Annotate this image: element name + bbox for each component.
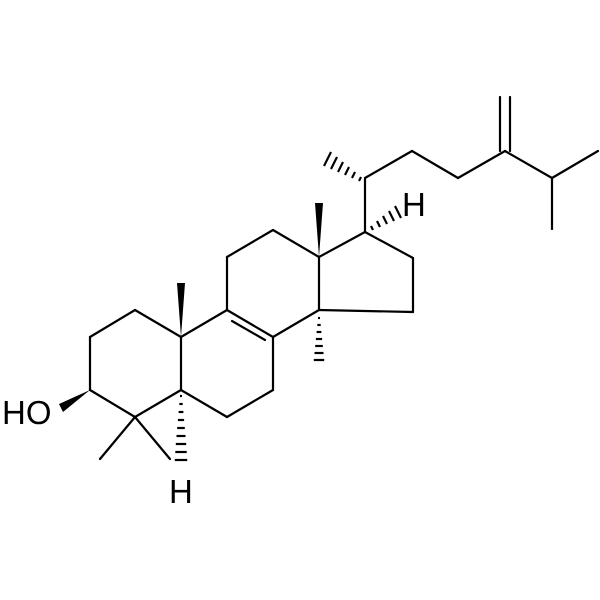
c20-methyl-hash-bond <box>323 151 362 182</box>
bond <box>225 228 275 259</box>
hydroxyl-wedge-bond <box>59 390 90 412</box>
bond <box>363 149 414 180</box>
methyl-bond <box>98 415 137 461</box>
bond <box>179 388 229 419</box>
bond <box>133 388 183 419</box>
bond <box>410 149 460 180</box>
bond <box>456 149 507 180</box>
bond <box>225 388 275 419</box>
c10-methyl-wedge-bond <box>177 283 185 337</box>
bond <box>225 308 275 339</box>
bond <box>133 308 183 339</box>
side-chain <box>363 95 600 234</box>
bond <box>503 149 554 180</box>
bond <box>317 308 415 314</box>
bond <box>271 228 321 259</box>
c14-methyl-hash-bond <box>313 316 325 362</box>
c5-hydrogen-hash-bond <box>174 394 188 462</box>
bond <box>317 230 367 259</box>
c17-hydrogen-hash-bond <box>370 205 402 231</box>
bond <box>271 308 321 339</box>
c17-hydrogen-label: H <box>402 186 426 223</box>
hydroxyl-label: HO <box>2 394 52 431</box>
ring-c <box>225 228 321 339</box>
bond <box>550 149 600 180</box>
gem-dimethyl <box>98 415 172 461</box>
ring-b <box>179 308 275 419</box>
bond <box>363 230 415 260</box>
bond <box>88 308 137 339</box>
bond <box>179 308 229 339</box>
ring-a <box>88 308 183 419</box>
bond <box>88 388 137 419</box>
c13-methyl-wedge-bond <box>315 203 323 257</box>
double-bond-inner <box>230 319 267 342</box>
methyl-bond <box>133 415 172 461</box>
ring-d <box>317 230 415 314</box>
c5-hydrogen-label: H <box>169 473 193 510</box>
